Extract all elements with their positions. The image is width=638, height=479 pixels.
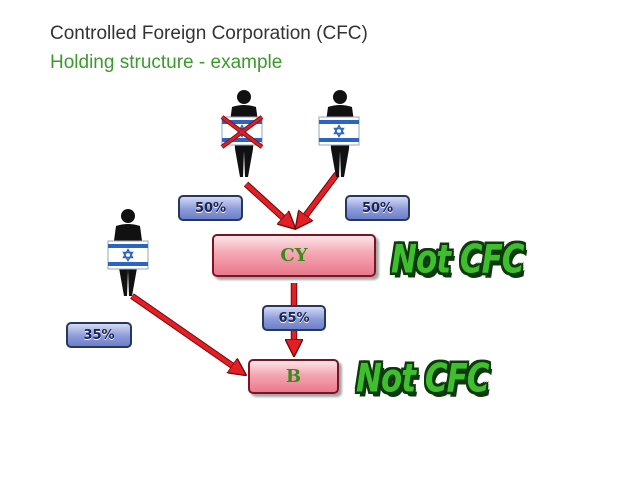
slide-title: Controlled Foreign Corporation (CFC) xyxy=(50,23,368,44)
shareholder-1-crossed-icon xyxy=(220,90,264,177)
percent-label-shareholder-3: 35% xyxy=(66,322,132,348)
percent-label-shareholder-1: 50% xyxy=(178,195,243,221)
entity-b: B xyxy=(248,359,339,394)
slide-subtitle: Holding structure - example xyxy=(50,52,283,73)
percent-label-shareholder-2: 50% xyxy=(345,195,410,221)
percent-label-cy-to-b: 65% xyxy=(262,305,326,331)
status-cy-not-cfc: Not CFC xyxy=(391,237,525,283)
arrow-shareholder3-to-b xyxy=(130,293,240,371)
entity-cy: CY xyxy=(212,234,376,277)
arrow-shareholder2-to-cy xyxy=(300,172,340,223)
arrow-shareholder1-to-cy xyxy=(243,181,290,224)
shareholder-3-flag-icon xyxy=(107,209,149,296)
status-b-not-cfc: Not CFC xyxy=(356,356,490,402)
shareholder-2-flag-icon xyxy=(318,90,360,177)
